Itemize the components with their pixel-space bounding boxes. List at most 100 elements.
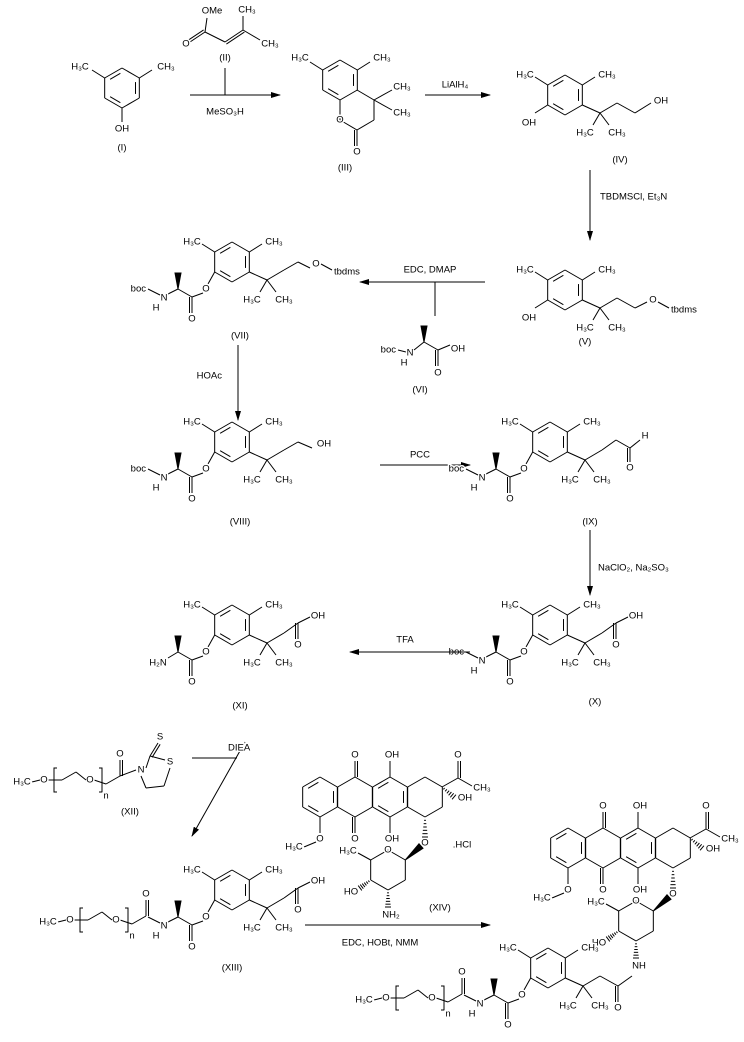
compound-label-ix: (IX) (582, 517, 597, 528)
ring-bond (372, 776, 391, 788)
atom-label: H₃C (291, 53, 309, 64)
atom-label: H₃C (39, 917, 57, 928)
atom-label: H₃C (71, 62, 89, 73)
bond (599, 112, 610, 126)
atom-label: O (294, 905, 301, 916)
bond (397, 349, 407, 353)
atom-label: NH (632, 961, 646, 972)
reagent-r3: TBDMSCl, Et₃N (600, 192, 667, 203)
bond (93, 779, 107, 785)
bond (435, 997, 449, 1003)
hashed-bond (694, 841, 698, 845)
hashed-bond (692, 839, 696, 843)
bond (481, 994, 495, 1002)
aromatic-bond (377, 781, 389, 789)
compound-label-vii: (VII) (231, 331, 249, 342)
ring-bond (214, 421, 233, 433)
ring-bond (214, 271, 233, 283)
atom-label: CH₃ (583, 600, 601, 611)
bond (634, 102, 652, 114)
ring-bond (356, 119, 375, 131)
atom-label: OH (654, 96, 668, 107)
wedge-bond (174, 900, 182, 918)
bond (204, 17, 208, 33)
hashed-bond (449, 793, 455, 798)
atom-label: O (506, 677, 513, 688)
bond (177, 468, 193, 478)
atom-label: O (142, 889, 149, 900)
atom-label: CH₃ (275, 658, 293, 669)
atom-label: O (599, 801, 606, 812)
hashed-bond (605, 936, 611, 942)
reaction-arrow-9 (191, 741, 246, 837)
bond (165, 916, 179, 924)
bond (403, 989, 419, 999)
aromatic-bond (307, 781, 319, 789)
aromatic-bond (535, 976, 547, 984)
atom-label: CH₃ (581, 943, 599, 954)
bond (525, 451, 534, 465)
atom-label: N (477, 999, 484, 1010)
bond (266, 907, 277, 921)
wedge-bond (174, 635, 182, 653)
ring-bond (231, 869, 250, 881)
bond (57, 919, 67, 923)
atom-label: H (153, 483, 160, 494)
bond (297, 881, 311, 889)
bond (617, 975, 633, 987)
compound-label-v: (V) (579, 337, 592, 348)
ring-bond (337, 776, 356, 788)
atom-label: CH₃ (598, 265, 616, 276)
atom-label: O (504, 1020, 511, 1031)
aromatic-bond (109, 96, 121, 104)
bond (605, 903, 619, 912)
bond (266, 632, 285, 644)
aromatic-bond (535, 952, 547, 960)
bond (283, 441, 299, 451)
bond (61, 771, 77, 781)
reagent-r1: MeSO₃H (206, 107, 244, 118)
bond (534, 271, 548, 281)
atom-label: OH (522, 118, 536, 129)
compound-label-viii: (VIII) (230, 517, 251, 528)
atom-label: CH₃ (265, 865, 283, 876)
double-bond (226, 31, 245, 45)
reagent-r2: LiAlH₄ (442, 80, 469, 91)
atom-label: O (112, 915, 119, 926)
atom-label: O (316, 834, 323, 845)
bond (551, 892, 565, 899)
bond (91, 69, 105, 79)
bond (139, 69, 153, 79)
bond (149, 755, 166, 761)
ring-bond (655, 857, 674, 869)
bond (599, 975, 619, 987)
bond (615, 439, 631, 449)
bond (191, 920, 204, 926)
ring-bond (231, 604, 250, 616)
ring-bond (104, 67, 123, 79)
ring-bond (530, 977, 549, 989)
bond (87, 911, 103, 921)
hashed-bond (367, 880, 370, 883)
compound-label-iv: (IV) (612, 155, 627, 166)
atom-label: H₃C (516, 265, 534, 276)
atom-label: tbdms (334, 267, 360, 278)
aromatic-bond (537, 609, 549, 617)
atom-label: OH (115, 124, 129, 135)
atom-label: O (382, 993, 389, 1004)
ring-bond (214, 604, 233, 616)
atom-label: boc (381, 345, 397, 356)
atom-label: O (40, 775, 47, 786)
atom-label: H₃C (285, 842, 303, 853)
bond (204, 31, 226, 43)
aromatic-bond (327, 64, 339, 72)
atom-label: O (599, 885, 606, 896)
atom-label: H₃C (183, 600, 201, 611)
aromatic-bond (552, 298, 564, 306)
bond (266, 897, 285, 909)
hashed-bond (446, 790, 450, 794)
ring-bond (231, 271, 250, 283)
atom-label: O (66, 915, 73, 926)
compound-label-x: (X) (589, 697, 602, 708)
bond (309, 61, 323, 71)
